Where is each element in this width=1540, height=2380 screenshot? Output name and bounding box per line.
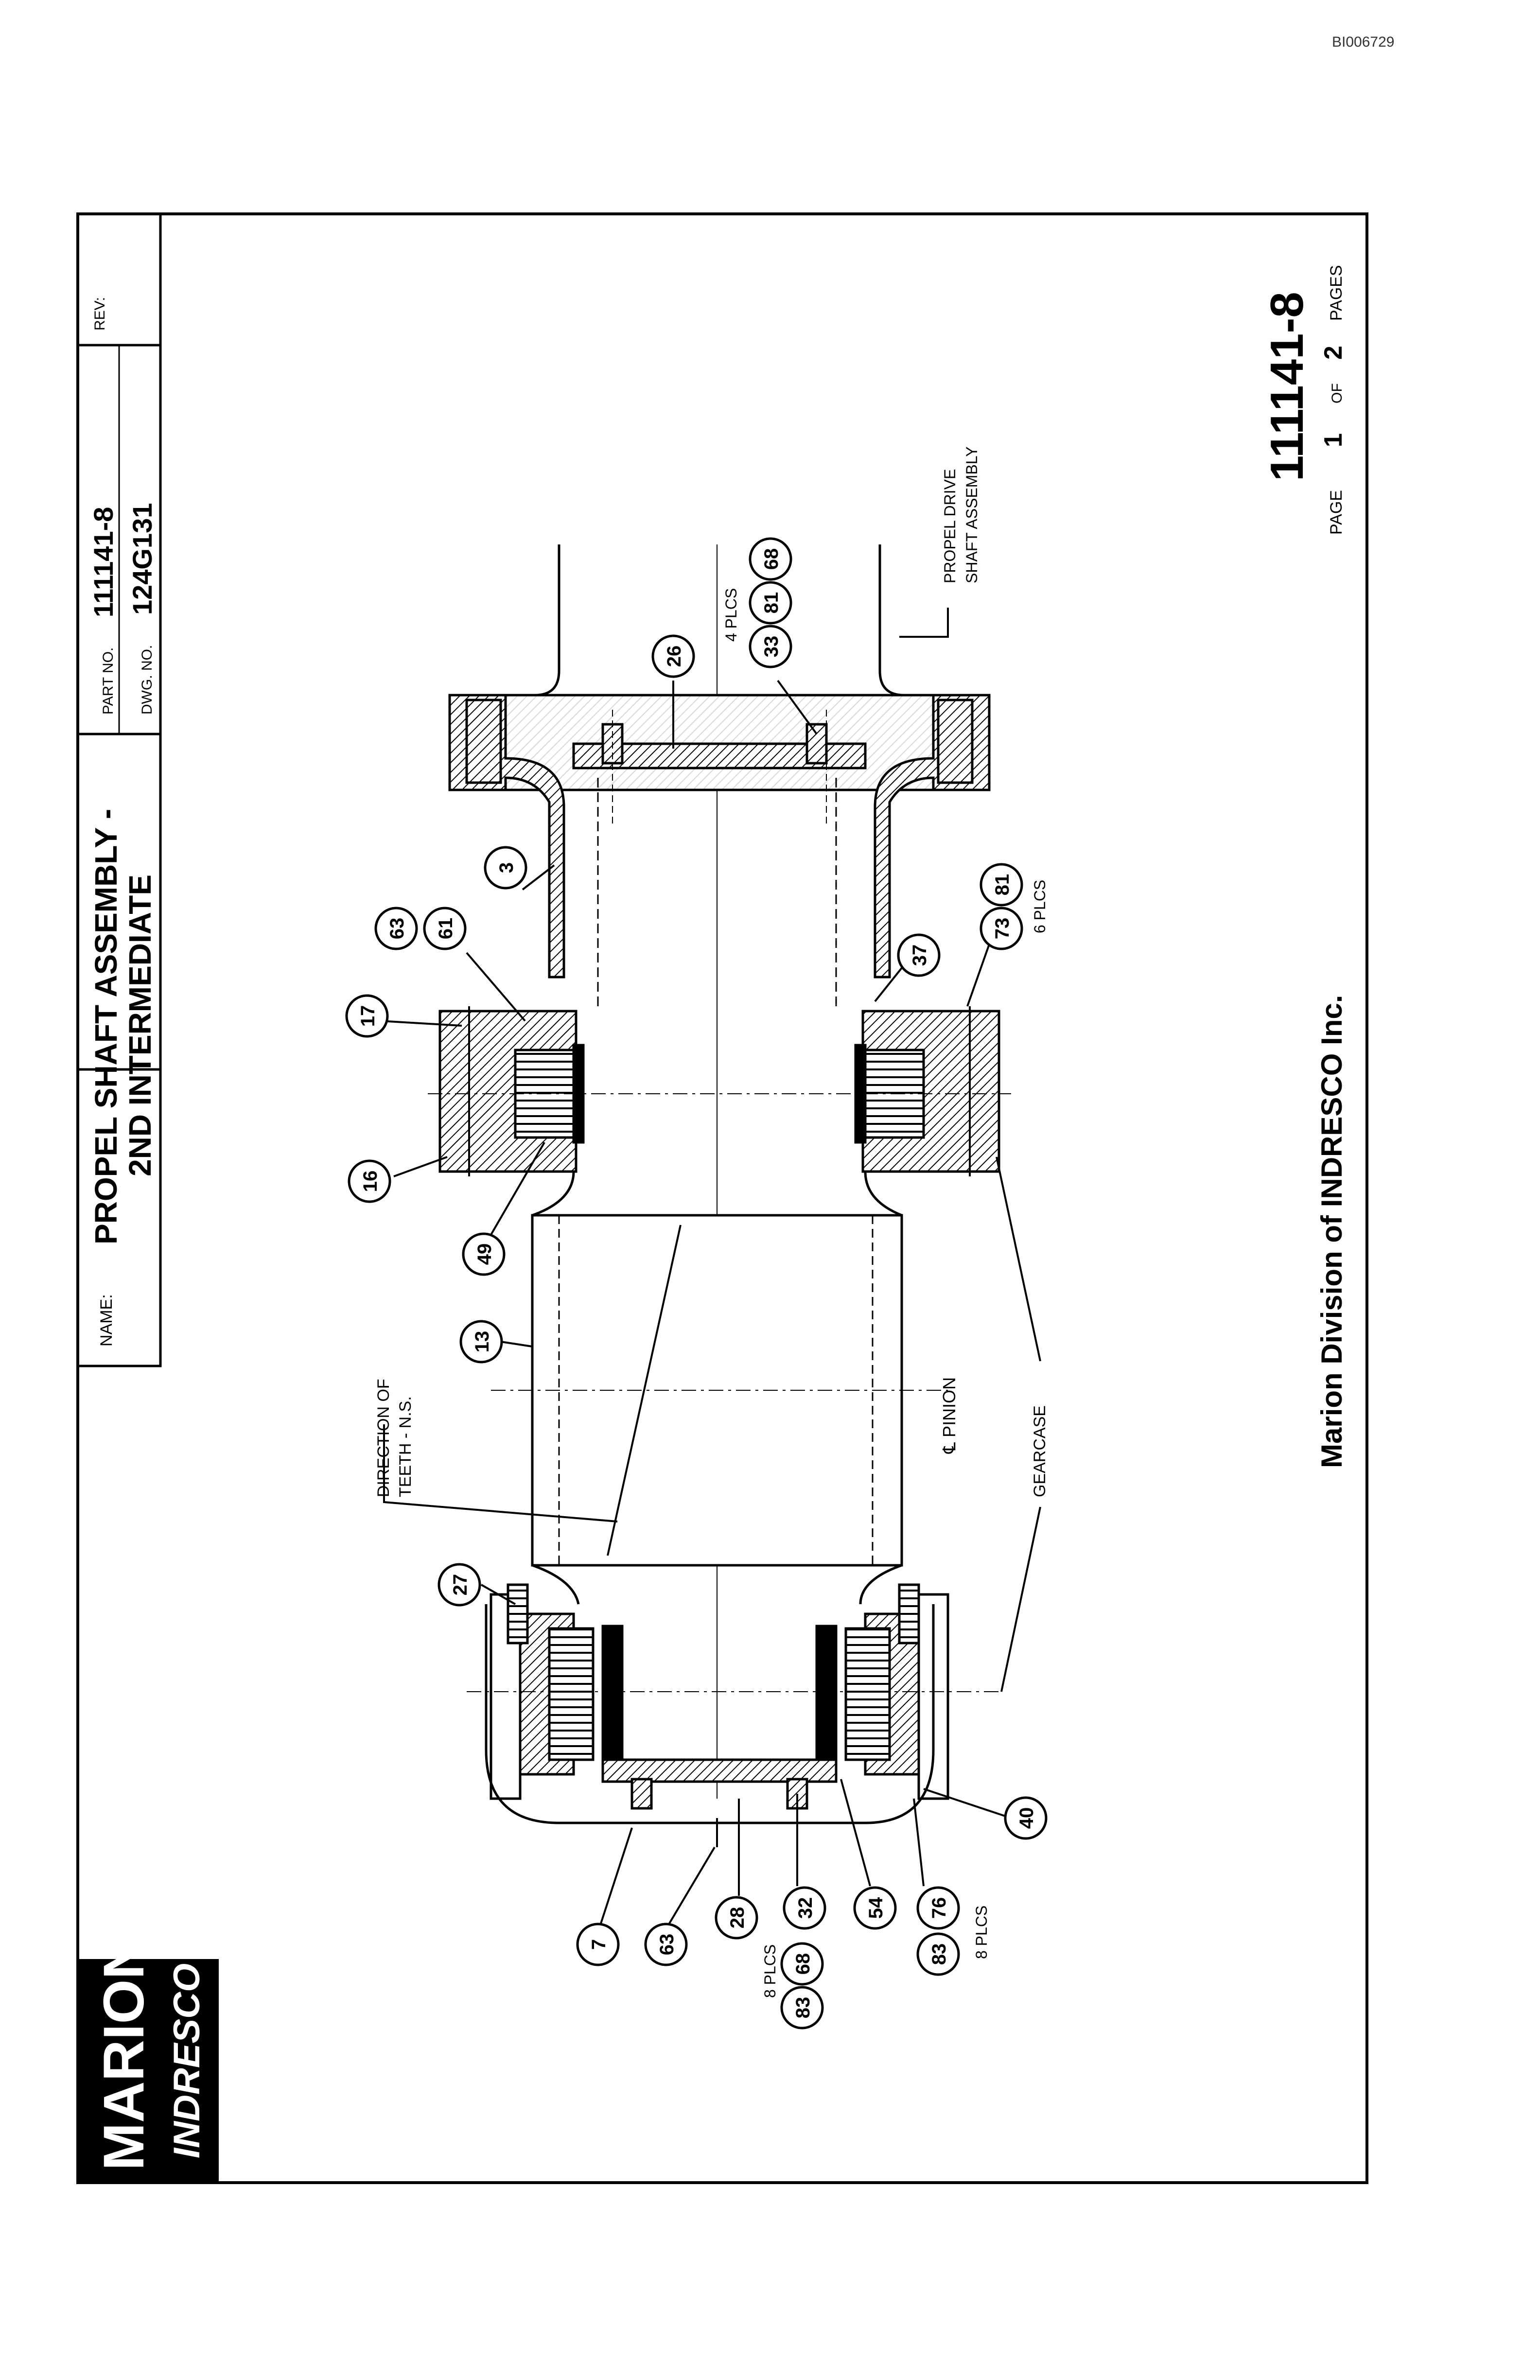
svg-text:27: 27 — [450, 1574, 471, 1596]
balloon-28: 28 — [715, 1896, 758, 1940]
svg-text:2: 2 — [1319, 346, 1348, 360]
svg-text:63: 63 — [386, 918, 408, 940]
svg-text:81: 81 — [992, 874, 1013, 896]
svg-text:49: 49 — [474, 1243, 495, 1265]
note-propel-line2: SHAFT ASSEMBLY — [963, 446, 980, 583]
title-line-2: 2ND INTERMEDIATE — [122, 875, 158, 1176]
svg-text:37: 37 — [909, 945, 930, 966]
svg-text:68: 68 — [792, 1953, 814, 1975]
balloon-81-mid: 81 — [980, 863, 1023, 907]
marion-logo: MARION INDRESCO — [78, 1938, 219, 2183]
document-stamp: BI006729 — [1332, 34, 1395, 50]
note-pinion-centerline: ℄ PINION — [939, 1377, 959, 1454]
svg-text:61: 61 — [435, 918, 456, 940]
svg-text:17: 17 — [357, 1005, 379, 1027]
svg-text:81: 81 — [761, 592, 782, 614]
balloon-54: 54 — [853, 1886, 897, 1930]
title-block: NAME: PROPEL SHAFT ASSEMBLY - 2ND INTERM… — [76, 212, 162, 1367]
balloon-63-top: 63 — [374, 907, 418, 950]
note-4-plcs: 4 PLCS — [722, 588, 740, 642]
rev-label: REV: — [92, 297, 108, 331]
dwg-no-value: 124G131 — [127, 503, 158, 615]
svg-text:33: 33 — [761, 636, 782, 658]
logo-marion: MARION — [92, 1938, 156, 2170]
balloon-76: 76 — [916, 1886, 960, 1930]
balloon-68-bottom: 68 — [780, 1942, 824, 1986]
balloon-26: 26 — [651, 634, 695, 678]
balloon-81-top: 81 — [749, 581, 792, 625]
svg-text:40: 40 — [1016, 1807, 1037, 1829]
balloon-37: 37 — [897, 933, 941, 977]
svg-text:13: 13 — [472, 1331, 493, 1353]
balloon-27: 27 — [438, 1563, 481, 1607]
svg-text:PAGES: PAGES — [1327, 265, 1346, 321]
drawing-border — [76, 212, 1368, 2184]
company-name: Marion Division of INDRESCO Inc. — [1315, 995, 1348, 1468]
svg-text:3: 3 — [496, 862, 517, 873]
note-6-plcs: 6 PLCS — [1031, 880, 1049, 933]
balloon-49: 49 — [462, 1232, 506, 1276]
balloon-33: 33 — [749, 625, 792, 668]
balloon-68-top: 68 — [749, 537, 792, 581]
page-indicator: PAGE 1 OF 2 PAGES — [1319, 265, 1348, 535]
svg-text:68: 68 — [761, 548, 782, 570]
balloon-83-left: 83 — [780, 1986, 824, 2030]
part-no-label: PART NO. — [100, 648, 116, 715]
document-number: 111141-8 — [1261, 292, 1313, 481]
note-direction-line2: TEETH - N.S. — [396, 1396, 415, 1497]
note-8-plcs-left: 8 PLCS — [761, 1944, 779, 1998]
note-propel-line1: PROPEL DRIVE — [941, 469, 959, 583]
item-balloons: 26 33 81 68 3 37 73 81 17 63 61 16 49 13… — [345, 537, 1048, 2030]
balloon-32: 32 — [783, 1886, 826, 1930]
balloon-13: 13 — [459, 1320, 503, 1364]
svg-text:76: 76 — [928, 1897, 950, 1919]
svg-text:OF: OF — [1329, 383, 1345, 403]
part-no-value: 111141-8 — [88, 507, 119, 617]
svg-text:83: 83 — [928, 1943, 950, 1965]
dwg-no-label: DWG. NO. — [139, 645, 155, 715]
balloon-61: 61 — [423, 907, 467, 950]
balloon-83-right: 83 — [916, 1932, 960, 1976]
svg-text:1: 1 — [1319, 433, 1348, 447]
svg-text:PAGE: PAGE — [1327, 490, 1346, 535]
svg-text:83: 83 — [792, 1997, 814, 2019]
svg-text:16: 16 — [360, 1171, 381, 1192]
svg-text:28: 28 — [727, 1907, 748, 1929]
note-gearcase: GEARCASE — [1031, 1405, 1049, 1497]
balloon-73: 73 — [980, 907, 1023, 950]
balloon-3: 3 — [484, 846, 527, 890]
svg-text:54: 54 — [865, 1897, 887, 1919]
balloon-40: 40 — [1004, 1796, 1048, 1840]
balloon-63-bottom: 63 — [644, 1923, 688, 1966]
logo-indresco: INDRESCO — [166, 1963, 208, 2158]
note-8-plcs-right: 8 PLCS — [973, 1906, 990, 1959]
svg-text:63: 63 — [656, 1934, 678, 1956]
title-line-1: PROPEL SHAFT ASSEMBLY - — [88, 809, 123, 1244]
name-label: NAME: — [97, 1294, 116, 1347]
svg-text:26: 26 — [664, 646, 685, 667]
svg-text:32: 32 — [795, 1897, 816, 1919]
balloon-16: 16 — [348, 1159, 391, 1203]
balloon-7: 7 — [576, 1923, 620, 1966]
assembly-section — [428, 544, 1011, 1847]
svg-text:73: 73 — [992, 918, 1013, 940]
svg-text:7: 7 — [588, 1939, 610, 1950]
balloon-17: 17 — [345, 994, 389, 1038]
note-direction-line1: DIRECTION OF — [374, 1379, 393, 1497]
